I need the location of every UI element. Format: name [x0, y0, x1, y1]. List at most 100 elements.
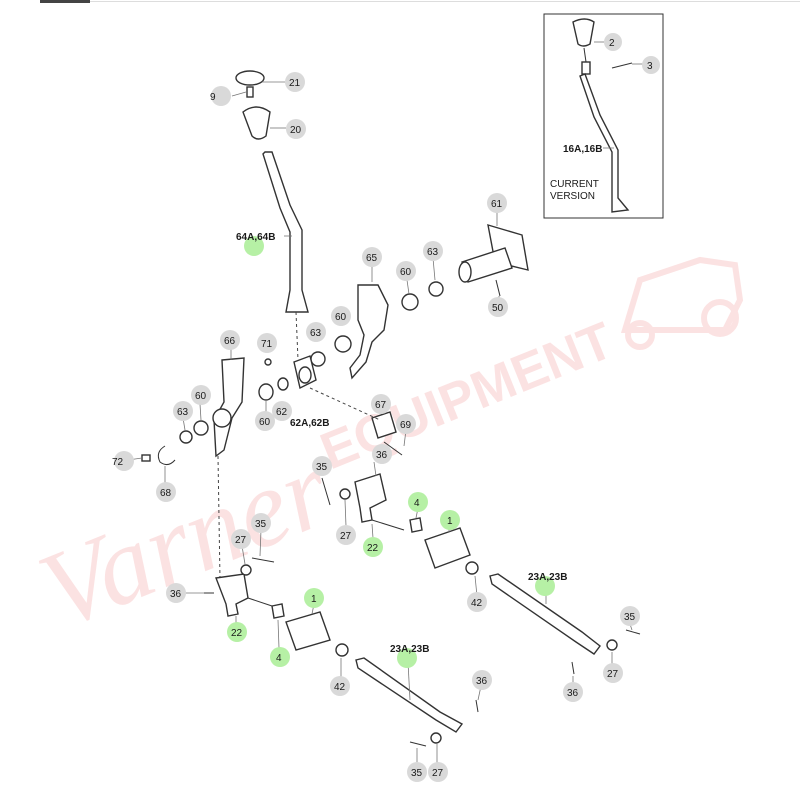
thread-b	[247, 597, 273, 607]
bubble-4a	[408, 492, 428, 512]
sleeve-1-left	[285, 611, 331, 651]
bubble-60a	[396, 261, 416, 281]
tractor-watermark-icon	[620, 256, 744, 350]
callout-60c: 60	[195, 391, 207, 402]
bubble-63c	[173, 401, 193, 421]
inset-pin	[611, 62, 633, 69]
washer-60-top	[401, 293, 419, 311]
pivot-bore	[298, 366, 312, 384]
bubble-22a	[363, 537, 383, 557]
bubble-71	[257, 333, 277, 353]
callout-68: 68	[160, 488, 172, 499]
callout-60d: 60	[259, 417, 271, 428]
callout-63b: 63	[310, 328, 322, 339]
parts-drawing	[141, 70, 641, 747]
shift-arm-65	[349, 284, 389, 380]
washer-42-b	[335, 643, 349, 657]
callout-67: 67	[375, 400, 387, 411]
callout-4a: 4	[414, 498, 420, 509]
watermark-word2: EQUIPMENT	[313, 311, 622, 481]
callout-69: 69	[400, 420, 412, 431]
bubble-1b	[304, 588, 324, 608]
inset-collar	[581, 61, 591, 75]
pin-35-c	[251, 557, 275, 563]
callout-27d: 27	[432, 768, 444, 779]
nut-4-a	[409, 517, 423, 533]
pin-35-a	[321, 477, 331, 506]
bubble-62	[272, 401, 292, 421]
shift-arm-66	[213, 357, 245, 458]
bubble-50	[488, 297, 508, 317]
callout-63a: 63	[427, 247, 439, 258]
bubble-64	[244, 236, 264, 256]
callout-36a: 36	[376, 450, 388, 461]
washer-27-d	[430, 732, 442, 744]
callout-22b: 22	[231, 628, 243, 639]
pin-36-b	[571, 661, 575, 675]
inset-lever-rod	[579, 73, 630, 213]
clip-68	[157, 445, 176, 466]
callout-35d: 35	[411, 768, 423, 779]
callout-27c: 27	[607, 669, 619, 680]
callouts: 21 9 20 64A,64B 61 65 63 60 50 66 71 63	[112, 72, 640, 782]
callout-66: 66	[224, 336, 236, 347]
rod-23-right	[489, 573, 601, 655]
callout-60b: 60	[335, 312, 347, 323]
thread-a	[371, 519, 405, 531]
callout-9: 9	[210, 92, 216, 103]
washer-27-a	[339, 488, 351, 500]
callout-35b: 35	[255, 519, 267, 530]
inset-note-line2: VERSION	[550, 191, 595, 202]
bubble-35c	[620, 606, 640, 626]
inset-label-2: 2	[609, 38, 615, 49]
bolt-69	[383, 441, 403, 456]
bubble-35d	[407, 762, 427, 782]
bubble-1a	[440, 510, 460, 530]
callout-71: 71	[261, 339, 273, 350]
inset-note-line1: CURRENT	[550, 179, 599, 190]
bubble-27c	[603, 663, 623, 683]
bubble-21	[285, 72, 305, 92]
shift-lever	[262, 151, 309, 313]
yoke-22-right	[354, 473, 387, 523]
bubble-36c	[563, 682, 583, 702]
bubble-68	[156, 482, 176, 502]
inset-current-version: 2 3 16A,16B CURRENT VERSION	[543, 13, 664, 219]
shift-knob	[242, 106, 271, 140]
callout-20: 20	[290, 125, 302, 136]
callout-27b: 27	[235, 535, 247, 546]
inset-knob	[572, 18, 595, 47]
bubble-35a	[312, 456, 332, 476]
callout-4b: 4	[276, 653, 282, 664]
bubble-27d	[428, 762, 448, 782]
callout-62: 62	[276, 407, 288, 418]
bubble-36a	[372, 444, 392, 464]
callout-21: 21	[289, 78, 301, 89]
pin-35-d	[409, 741, 427, 747]
bubble-27a	[336, 525, 356, 545]
callout-23b: 23A,23B	[390, 644, 429, 655]
ring-63-mid	[310, 351, 326, 367]
rod-23-left	[355, 657, 464, 733]
set-screw	[246, 86, 254, 98]
bubble-61	[487, 193, 507, 213]
callout-72: 72	[112, 457, 124, 468]
bubble-27b	[231, 529, 251, 549]
ring-63-left	[179, 430, 193, 444]
bubble-23b	[397, 648, 417, 668]
bubble-4b	[270, 647, 290, 667]
bubble-60d	[255, 411, 275, 431]
bubble-63a	[423, 241, 443, 261]
callout-35c: 35	[624, 612, 636, 623]
bubble-60b	[331, 306, 351, 326]
callout-36d: 36	[476, 676, 488, 687]
callout-61: 61	[491, 199, 503, 210]
pin-36-c	[475, 699, 479, 713]
callout-64: 64A,64B	[236, 232, 275, 243]
bolt-50	[495, 279, 501, 297]
nut-4-b	[271, 603, 285, 619]
bubble-67	[371, 394, 391, 414]
bubble-72	[114, 451, 134, 471]
